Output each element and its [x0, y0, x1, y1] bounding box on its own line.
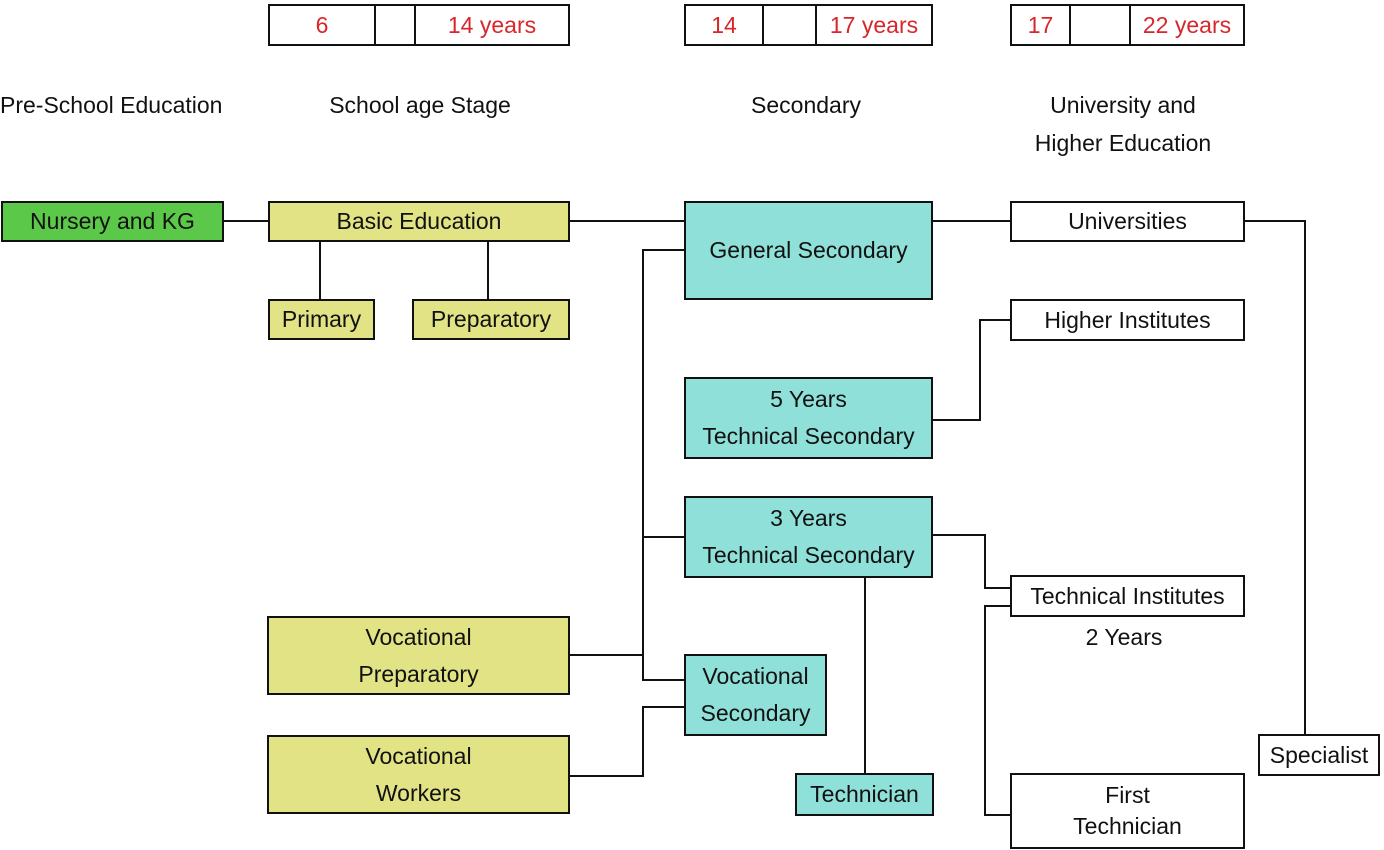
age-range-higher: 17 22 years: [1010, 4, 1245, 46]
age-spacer: [1071, 6, 1131, 44]
age-to: 22 years: [1142, 11, 1232, 38]
age-spacer: [376, 6, 416, 44]
stage-label-university-line2: Higher Education: [1034, 130, 1212, 156]
node-basic-education: Basic Education: [268, 201, 570, 242]
connector-techinst-firsttech: [984, 605, 1011, 816]
age-to: 17 years: [829, 11, 919, 38]
age-from: 6: [270, 6, 376, 44]
stage-label-university-line1: University and: [1050, 92, 1196, 118]
node-universities: Universities: [1010, 201, 1245, 242]
node-primary: Primary: [268, 299, 375, 340]
node-vocational-preparatory-line2: Preparatory: [358, 660, 479, 687]
node-vocational-workers: Vocational Workers: [267, 735, 570, 814]
node-vocational-secondary-line2: Secondary: [700, 700, 811, 726]
connector-workers-vocsec: [568, 706, 685, 777]
node-vocational-preparatory-line1: Vocational: [365, 623, 472, 650]
node-first-technician-line2: Technician: [1073, 813, 1182, 839]
technical-institutes-duration: 2 Years: [1085, 624, 1163, 650]
age-from: 17: [1012, 6, 1071, 44]
connector-universities-specialist: [1244, 220, 1306, 735]
node-3-years-line2: Technical Secondary: [702, 542, 915, 568]
node-vocational-secondary: Vocational Secondary: [684, 654, 827, 736]
node-higher-institutes: Higher Institutes: [1010, 299, 1245, 341]
stage-label-university: University and Higher Education: [1000, 86, 1246, 162]
stage-label-secondary: Secondary: [751, 92, 861, 118]
node-technical-institutes: Technical Institutes: [1010, 575, 1245, 617]
node-vocational-workers-line2: Workers: [375, 779, 462, 806]
age-to: 14 years: [447, 11, 537, 38]
stage-label-school-age: School age Stage: [329, 92, 511, 118]
age-range-secondary: 14 17 years: [684, 4, 933, 46]
node-5-years-technical-secondary: 5 Years Technical Secondary: [684, 377, 933, 459]
node-general-secondary: General Secondary: [684, 201, 933, 300]
node-3-years-line1: 3 Years: [770, 505, 847, 531]
node-first-technician-line1: First: [1105, 782, 1150, 808]
age-spacer: [764, 6, 817, 44]
node-vocational-workers-line1: Vocational: [365, 742, 472, 769]
node-vocational-secondary-line1: Vocational: [702, 663, 809, 689]
node-5-years-line1: 5 Years: [770, 386, 847, 412]
node-specialist: Specialist: [1258, 734, 1380, 776]
node-technician: Technician: [795, 773, 934, 816]
node-preparatory: Preparatory: [412, 299, 570, 340]
connector-spine: [642, 249, 685, 681]
node-nursery-kg: Nursery and KG: [1, 201, 224, 242]
node-first-technician: First Technician: [1010, 773, 1245, 849]
connector-tech5-higher: [931, 319, 1011, 421]
stage-label-pre-school: Pre-School Education: [0, 92, 223, 118]
node-5-years-line2: Technical Secondary: [702, 423, 915, 449]
node-3-years-technical-secondary: 3 Years Technical Secondary: [684, 496, 933, 578]
node-vocational-preparatory: Vocational Preparatory: [267, 616, 570, 695]
age-range-school: 6 14 years: [268, 4, 570, 46]
age-from: 14: [686, 6, 764, 44]
connector-tech3-techinst: [931, 534, 1011, 589]
